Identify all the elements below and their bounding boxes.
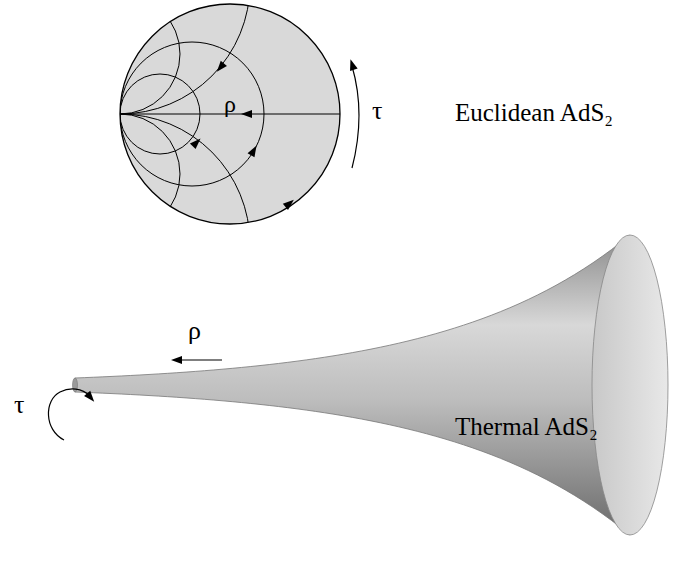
diagram-title-label: Euclidean AdS₂ [455, 100, 613, 125]
tau-arrow [48, 389, 97, 440]
rho-label: ρ [188, 318, 201, 344]
rho-arrow [171, 356, 222, 364]
tau-label: τ [372, 98, 382, 124]
tau-arrow [347, 58, 359, 168]
euclidean-disk [0, 0, 340, 374]
tau-label: τ [14, 392, 24, 418]
thermal-horn [73, 235, 669, 535]
rho-label: ρ [224, 92, 236, 116]
diagram-title-label: Thermal AdS₂ [455, 414, 598, 439]
